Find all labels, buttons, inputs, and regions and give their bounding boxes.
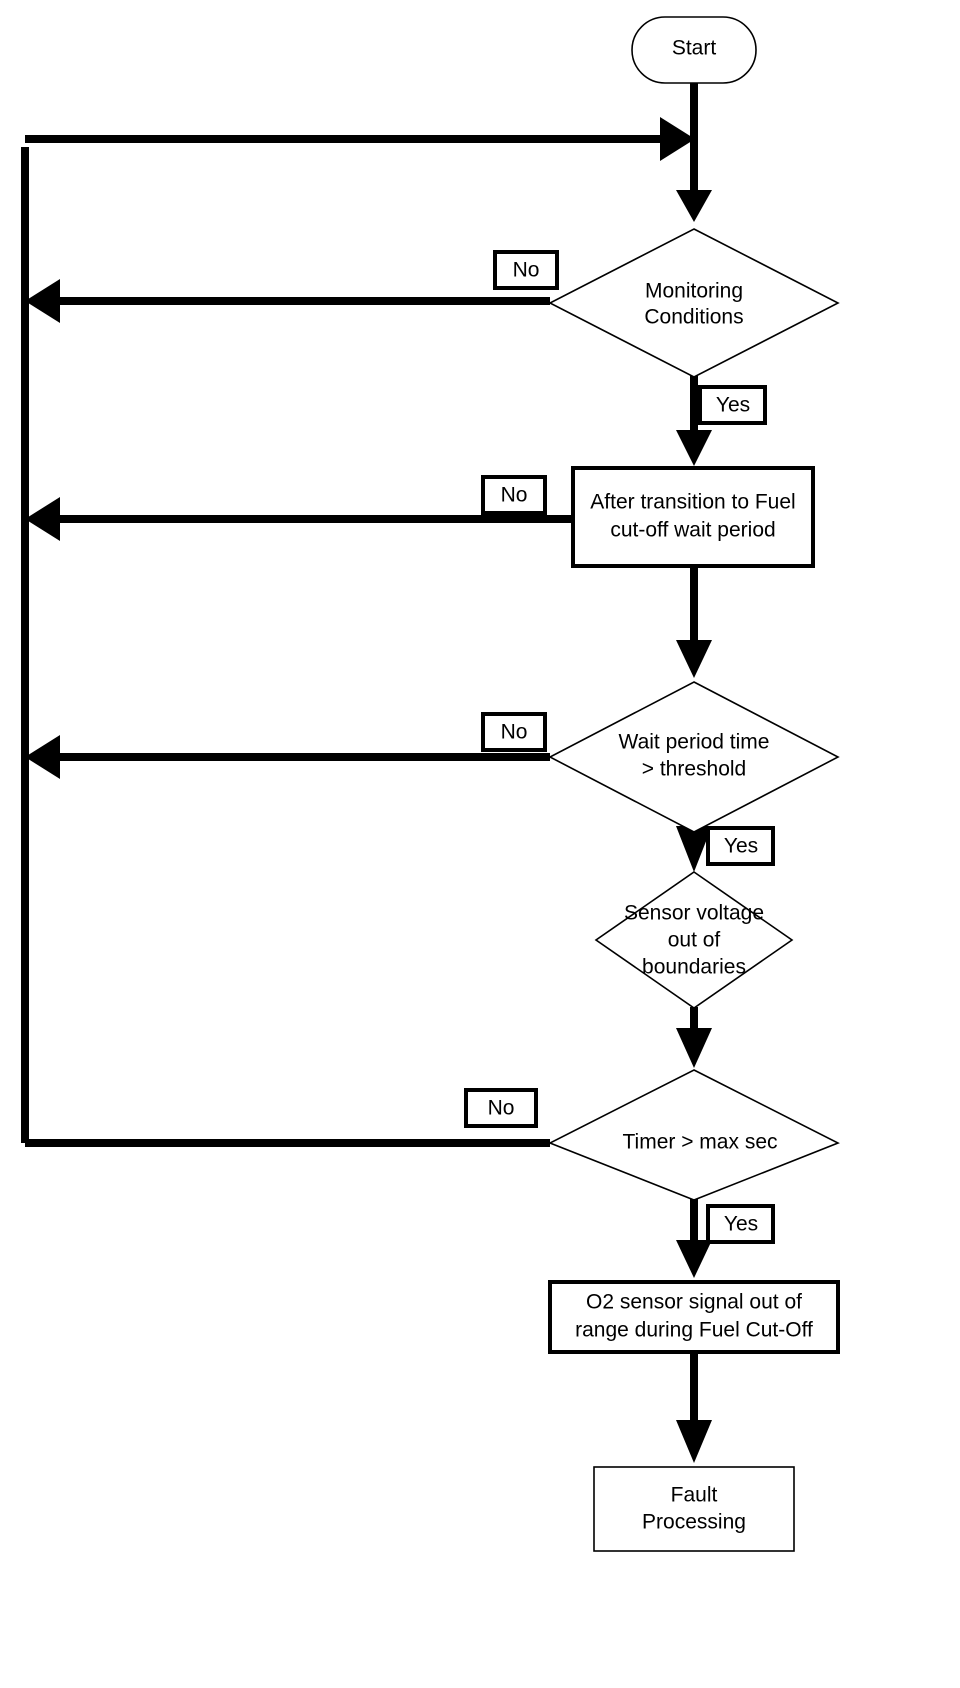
edge-label-monitoring-no-text: No	[513, 259, 540, 282]
edge-label-waittime-yes: Yes	[706, 826, 775, 866]
edge-waitprocess-to-waittime	[676, 566, 712, 678]
edge-loopback-to-main	[25, 117, 695, 161]
node-wait-time[interactable]: Wait period time > threshold	[548, 681, 840, 833]
node-sensor-voltage-line1: Sensor voltage	[624, 902, 764, 925]
edge-monitoring-yes	[676, 372, 712, 466]
edge-label-waitprocess-no-text: No	[501, 484, 528, 507]
edge-start-to-monitoring	[676, 82, 712, 222]
node-o2-signal-line2: range during Fuel Cut-Off	[575, 1319, 813, 1342]
edge-label-timer-yes-text: Yes	[724, 1213, 758, 1236]
edge-label-monitoring-no: No	[493, 250, 559, 290]
node-monitoring-line2: Conditions	[644, 306, 743, 329]
node-fault-line1: Fault	[671, 1484, 718, 1507]
edge-label-timer-no-text: No	[488, 1097, 515, 1120]
node-fault-processing[interactable]: Fault Processing	[593, 1466, 795, 1552]
edge-o2signal-to-fault	[676, 1351, 712, 1463]
node-sensor-voltage[interactable]: Sensor voltage out of boundaries	[594, 871, 794, 1009]
edge-label-waitprocess-no: No	[481, 475, 547, 515]
edge-waitprocess-no	[25, 497, 573, 541]
node-start[interactable]: Start	[631, 16, 757, 84]
edge-label-timer-yes: Yes	[706, 1204, 775, 1244]
edge-label-monitoring-yes: Yes	[698, 385, 767, 425]
node-wait-process-line2: cut-off wait period	[610, 519, 775, 542]
edge-label-waittime-no: No	[481, 712, 547, 752]
edge-sensorvolt-to-timer	[676, 1007, 712, 1068]
edge-label-waittime-yes-text: Yes	[724, 835, 758, 858]
edge-label-timer-no: No	[464, 1088, 538, 1128]
node-wait-time-line2: > threshold	[642, 758, 747, 781]
node-wait-time-line1: Wait period time	[619, 731, 770, 754]
node-monitoring-line1: Monitoring	[645, 280, 743, 303]
node-monitoring-conditions[interactable]: Monitoring Conditions	[548, 228, 840, 378]
node-sensor-voltage-line2: out of	[668, 929, 721, 952]
node-wait-process-line1: After transition to Fuel	[590, 491, 795, 514]
edge-waittime-no	[25, 735, 550, 779]
node-start-label: Start	[672, 37, 717, 60]
edge-monitoring-no	[25, 279, 550, 323]
node-timer-line1: Timer > max sec	[623, 1131, 778, 1154]
edge-label-monitoring-yes-text: Yes	[716, 394, 750, 417]
node-timer[interactable]: Timer > max sec	[548, 1069, 840, 1201]
node-fault-line2: Processing	[642, 1511, 746, 1534]
node-o2-signal-line1: O2 sensor signal out of	[586, 1291, 802, 1314]
edge-timer-yes	[676, 1198, 712, 1278]
node-o2-signal[interactable]: O2 sensor signal out of range during Fue…	[548, 1280, 840, 1354]
node-wait-process[interactable]: After transition to Fuel cut-off wait pe…	[571, 466, 815, 568]
node-sensor-voltage-line3: boundaries	[642, 956, 746, 979]
edge-label-waittime-no-text: No	[501, 721, 528, 744]
